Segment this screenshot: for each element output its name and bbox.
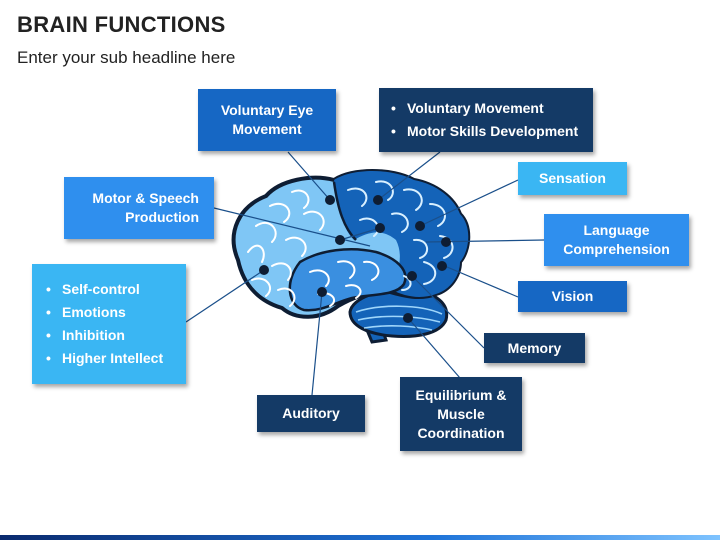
- vision-box: Vision: [518, 281, 627, 312]
- page-subtitle: Enter your sub headline here: [17, 48, 236, 67]
- motor-speech-box: Motor & Speech Production: [64, 177, 214, 239]
- list-item: Higher Intellect: [46, 347, 163, 370]
- list-item: Voluntary Movement: [391, 97, 578, 120]
- bottom-accent-bar: [0, 535, 720, 540]
- voluntary-eye-movement-label: Voluntary Eye Movement: [220, 102, 314, 137]
- page-title: BRAIN FUNCTIONS: [17, 12, 226, 37]
- memory-box: Memory: [484, 333, 585, 363]
- list-item: Self-control: [46, 278, 163, 301]
- list-item: Inhibition: [46, 324, 163, 347]
- brain-illustration-icon: [231, 169, 471, 344]
- connector-dots: [259, 195, 451, 323]
- sensation-box: Sensation: [518, 162, 627, 195]
- voluntary-movement-box: Voluntary Movement Motor Skills Developm…: [379, 88, 593, 152]
- frontal-functions-box: Self-control Emotions Inhibition Higher …: [32, 264, 186, 384]
- language-comprehension-box: Language Comprehension: [544, 214, 689, 266]
- equilibrium-box: Equilibrium & Muscle Coordination: [400, 377, 522, 451]
- frontal-functions-list: Self-control Emotions Inhibition Higher …: [32, 278, 163, 370]
- language-comprehension-label: Language Comprehension: [563, 222, 670, 257]
- sensation-label: Sensation: [539, 170, 606, 186]
- motor-speech-label: Motor & Speech Production: [92, 190, 199, 225]
- list-item: Motor Skills Development: [391, 120, 578, 143]
- equilibrium-label: Equilibrium & Muscle Coordination: [415, 386, 507, 441]
- vision-label: Vision: [551, 288, 594, 304]
- auditory-label: Auditory: [282, 405, 340, 421]
- voluntary-eye-movement-box: Voluntary Eye Movement: [198, 89, 336, 151]
- voluntary-movement-list: Voluntary Movement Motor Skills Developm…: [379, 97, 578, 143]
- list-item: Emotions: [46, 301, 163, 324]
- memory-label: Memory: [507, 339, 562, 356]
- auditory-box: Auditory: [257, 395, 365, 432]
